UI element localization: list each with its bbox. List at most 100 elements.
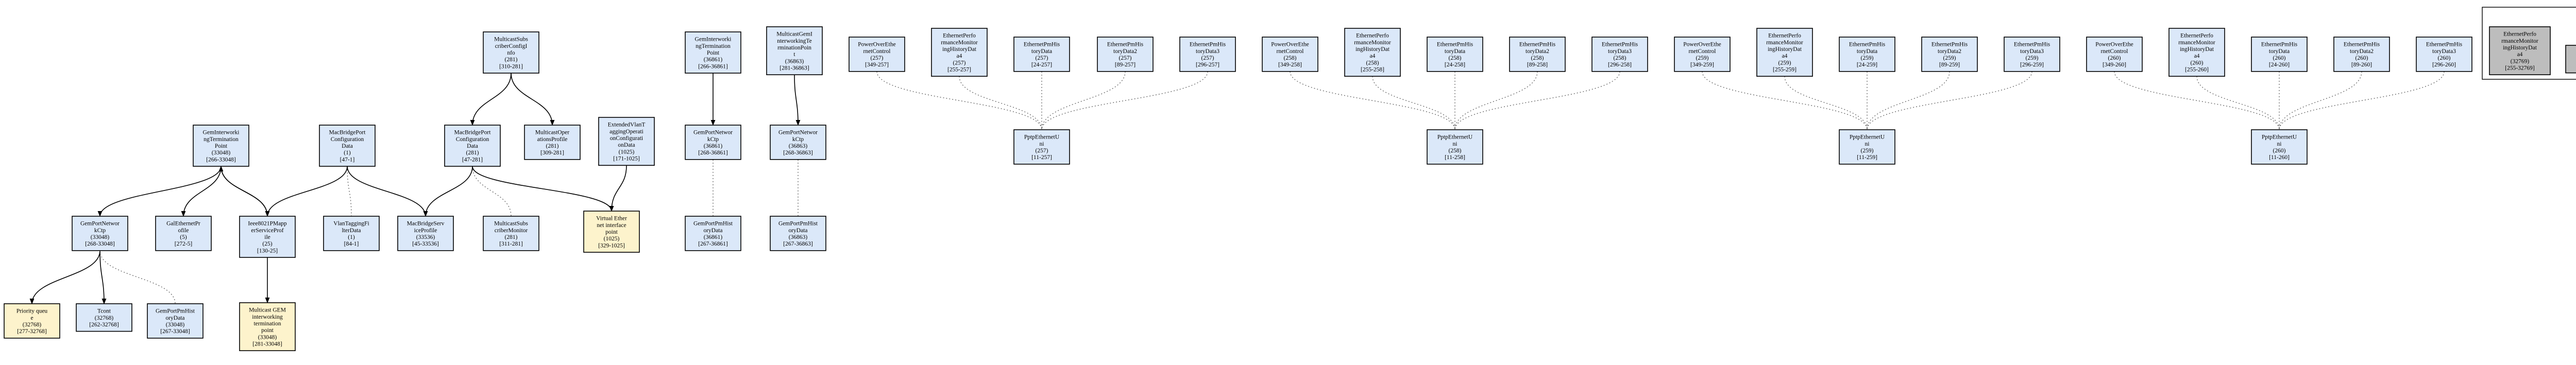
relationship-edge <box>181 166 222 217</box>
me-node-label-line: ile <box>264 234 270 240</box>
me-node-box <box>2168 28 2225 77</box>
me-node-label-line: PptpEthernetU <box>1850 134 1885 141</box>
me-node-label-line: EthernetPmHis <box>1849 42 1886 48</box>
me-node-label-line: iceProfile <box>414 228 437 234</box>
me-node-label-line: a4 <box>1782 53 1788 59</box>
me-node-label-line: (1025) <box>619 149 635 155</box>
me-node-box <box>76 303 132 332</box>
me-node-label-line: ofile <box>178 228 189 234</box>
me-node-label-line: toryData <box>1031 48 1052 55</box>
me-node-label-line: toryData3 <box>1196 48 1219 55</box>
me-node-label-line: [349-259] <box>1690 62 1714 68</box>
me-node-label-line: ni <box>1040 141 1044 147</box>
me-node-label-line: toryData3 <box>2020 48 2044 55</box>
me-node-tcont-262: Tcont(32768)[262-32768] <box>76 303 132 332</box>
me-node-label-line: Configuration <box>331 136 364 143</box>
me-node-label-line: [89-260] <box>2351 62 2372 68</box>
me-node-label-line: a4 <box>957 53 962 59</box>
me-node-label-line: (258) <box>1449 148 1462 154</box>
me-node-label-line: rmanceMonitor <box>1354 40 1391 46</box>
me-node-giwtp-266b: GemInterworkingTerminationPoint(36861)[2… <box>685 31 741 74</box>
me-node-mgem-281: Multicast GEMinterworkingterminationpoin… <box>239 302 296 351</box>
me-node-epmh-255-257: EthernetPerformanceMonitoringHistoryData… <box>931 28 988 77</box>
pm-association-edge <box>1041 71 1208 130</box>
me-node-box <box>239 216 296 258</box>
me-node-label-line: ingHistoryDat <box>2503 45 2537 51</box>
me-node-label-line: (33048) <box>212 150 231 156</box>
me-node-label-line: (257) <box>1036 148 1048 154</box>
me-node-label-line: [311-281] <box>499 241 523 247</box>
relationship-edge <box>470 73 512 126</box>
me-node-label-line: (257) <box>1119 55 1132 61</box>
pm-association-edge <box>99 250 176 304</box>
me-node-label-line: [262-32768] <box>89 322 119 328</box>
me-node-label-line: Priority queu <box>16 308 48 315</box>
me-node-label-line: (5) <box>180 234 187 240</box>
me-node-box <box>1921 37 1978 72</box>
me-node-label-line: toryData3 <box>1608 48 1632 55</box>
me-node-box <box>1756 28 1813 77</box>
me-node-label-line: [11-258] <box>1445 154 1465 161</box>
me-node-label-line: MulticastSubs <box>494 221 528 227</box>
me-node-label-line: toryData <box>1445 48 1465 55</box>
me-node-label-line: (33536) <box>416 234 435 240</box>
me-node-label-line: (1) <box>348 234 355 240</box>
me-node-label-line: (25) <box>262 241 272 247</box>
me-node-label-line: (259) <box>1943 55 1956 61</box>
me-node-epmh-255-259: EthernetPerformanceMonitoringHistoryData… <box>1756 28 1813 77</box>
me-node-label-line: PowerOverEthe <box>1271 42 1309 48</box>
me-node-label-line: [11-257] <box>1031 154 1052 161</box>
me-node-label-line: Tcont <box>97 308 111 315</box>
me-node-box <box>583 211 640 253</box>
me-node-label-line: [47-1] <box>340 157 355 163</box>
me-node-label-line: [349-257] <box>865 62 889 68</box>
me-node-label-line: ExtendedVlanT <box>608 122 646 128</box>
me-node-label-line: ationsProfile <box>537 136 568 143</box>
me-node-box <box>1262 37 1318 72</box>
me-node-label-line: ni <box>1865 141 1870 147</box>
me-node-label-line: (32768) <box>23 322 42 328</box>
pm-association-edge <box>2196 76 2280 130</box>
me-node-label-line: Data <box>342 143 353 149</box>
me-node-giwtp-266: GemInterworkingTerminationPoint(33048)[2… <box>193 125 249 167</box>
me-node-label-line: ingHistoryDat <box>1768 46 1802 53</box>
me-node-label-line: (258) <box>1531 55 1544 61</box>
me-node-label-line: rminationPoin <box>777 45 811 51</box>
me-node-mscfg-310: MulticastSubscriberConfigInfo(281)[310-2… <box>483 31 539 74</box>
me-node-label-line: toryData2 <box>1113 48 1137 55</box>
me-node-label-line: (1) <box>344 150 351 156</box>
me-node-box <box>2416 37 2472 72</box>
pm-association-edge <box>1454 71 1538 130</box>
relationship-edge <box>511 73 555 126</box>
me-node-label-line: (33048) <box>258 334 277 340</box>
me-node-label-line: [11-260] <box>2269 154 2290 161</box>
me-node-label-line: EthernetPmHis <box>2344 42 2380 48</box>
me-node-label-line: Point <box>707 50 720 56</box>
me-node-label-line: rnetControl <box>1276 48 1303 55</box>
me-node-label-line: EthernetPerfo <box>1768 33 1801 39</box>
me-node-label-line: ingHistoryDat <box>2180 46 2214 53</box>
me-node-label-line: ni <box>1453 141 1458 147</box>
pm-association-edge <box>1702 71 1868 130</box>
me-node-label-line: a4 <box>1370 53 1376 59</box>
me-node-label-line: rnetControl <box>2100 48 2128 55</box>
me-node-label-line: kCtp <box>94 228 106 234</box>
me-node-label-line: EthernetPerfo <box>1356 33 1389 39</box>
me-node-label-line: (281) <box>466 150 479 156</box>
me-node-label-line: EthernetPerfo <box>943 33 976 39</box>
relationship-edge <box>99 250 107 305</box>
me-node-label-line: (259) <box>1696 55 1709 61</box>
me-node-box <box>72 216 128 251</box>
me-node-box <box>2489 26 2551 75</box>
me-node-label-line: rmanceMonitor <box>941 40 978 46</box>
me-node-label-line: [296-259] <box>2020 62 2044 68</box>
me-node-label-line: a4 <box>2194 53 2200 59</box>
